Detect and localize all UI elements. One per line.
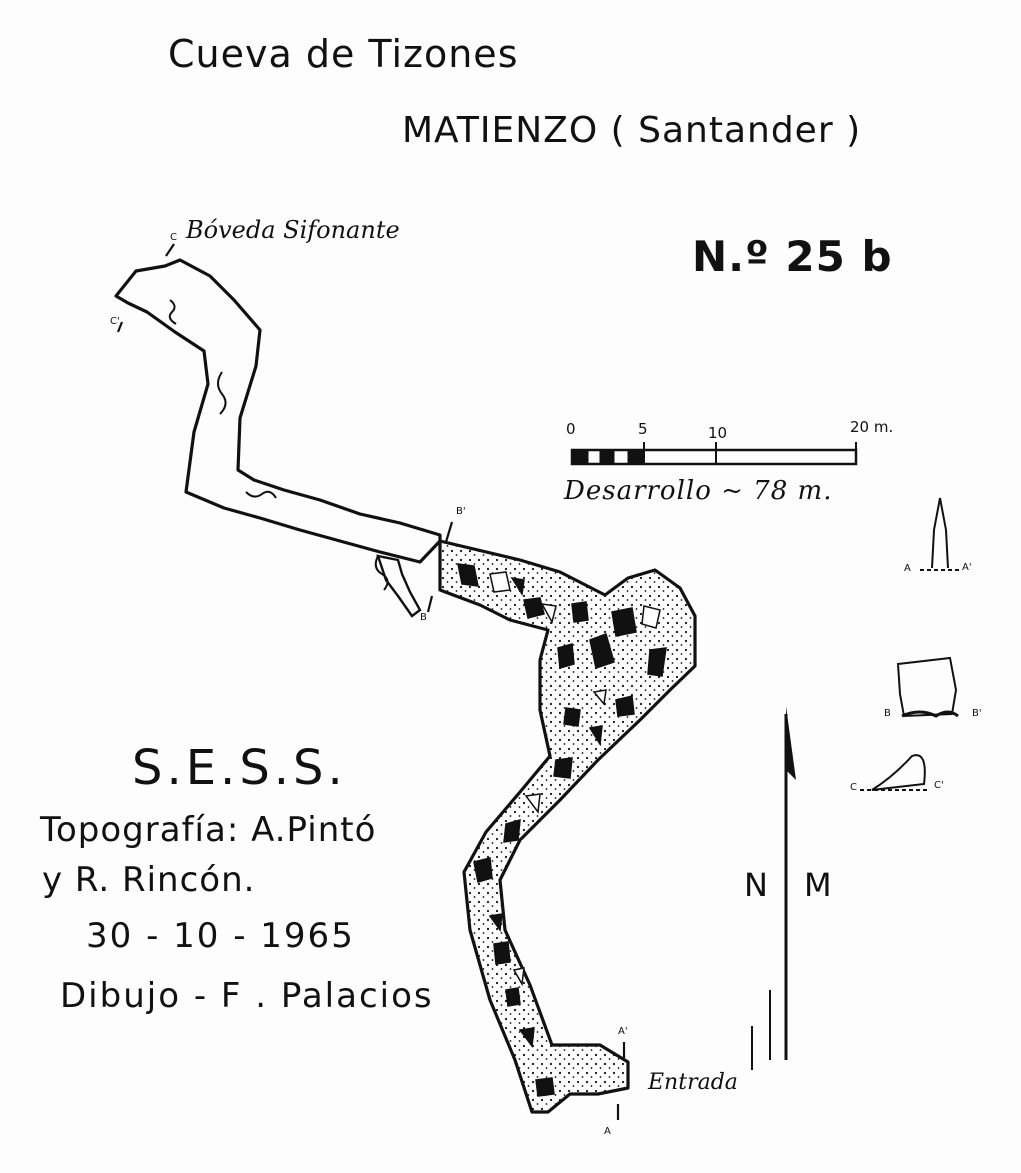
marker-a-bottom: A <box>604 1126 611 1137</box>
section-a-left: A <box>904 563 911 574</box>
topography-credit-line1: Topografía: A.Pintó <box>40 810 377 850</box>
development-length: Desarrollo ~ 78 m. <box>564 476 833 506</box>
section-c-left: C <box>850 782 857 793</box>
survey-date: 30 - 10 - 1965 <box>86 916 355 956</box>
marker-b-bottom: B <box>420 612 427 623</box>
scale-tick-0: 0 <box>566 420 576 438</box>
entrance-label: Entrada <box>648 1070 738 1095</box>
scale-bar <box>570 442 858 466</box>
stream-symbols <box>168 299 389 591</box>
north-letter: N <box>744 866 768 904</box>
section-c-right: C' <box>934 780 944 791</box>
section-b-right: B' <box>972 708 982 719</box>
section-b-left: B <box>884 708 891 719</box>
side-branch <box>376 554 422 618</box>
magnetic-letter: M <box>804 866 832 904</box>
north-arrow-graphic <box>751 706 796 1070</box>
topography-credit-line2: y R. Rincón. <box>42 860 256 900</box>
section-a-right: A' <box>962 562 972 573</box>
scale-tick-5: 5 <box>638 420 648 438</box>
marker-c-top: C <box>170 232 177 243</box>
scale-tick-20: 20 m. <box>850 418 894 436</box>
location-label: MATIENZO ( Santander ) <box>402 110 862 151</box>
drawing-credit: Dibujo - F . Palacios <box>60 976 434 1016</box>
cross-sections <box>860 497 960 791</box>
upper-passage-outline <box>114 258 442 564</box>
organization: S.E.S.S. <box>132 740 347 796</box>
catalog-number: N.º 25 b <box>692 232 893 281</box>
marker-a-top: A' <box>618 1026 628 1037</box>
scale-tick-10: 10 <box>708 424 728 442</box>
marker-c-left: C' <box>110 316 120 327</box>
boulders <box>457 563 667 1097</box>
section-markers <box>116 243 626 1120</box>
vault-label: Bóveda Sifonante <box>186 216 400 244</box>
rubble-passage-fill <box>438 539 697 1114</box>
marker-b-top: B' <box>456 506 466 517</box>
cave-title: Cueva de Tizones <box>168 32 519 76</box>
